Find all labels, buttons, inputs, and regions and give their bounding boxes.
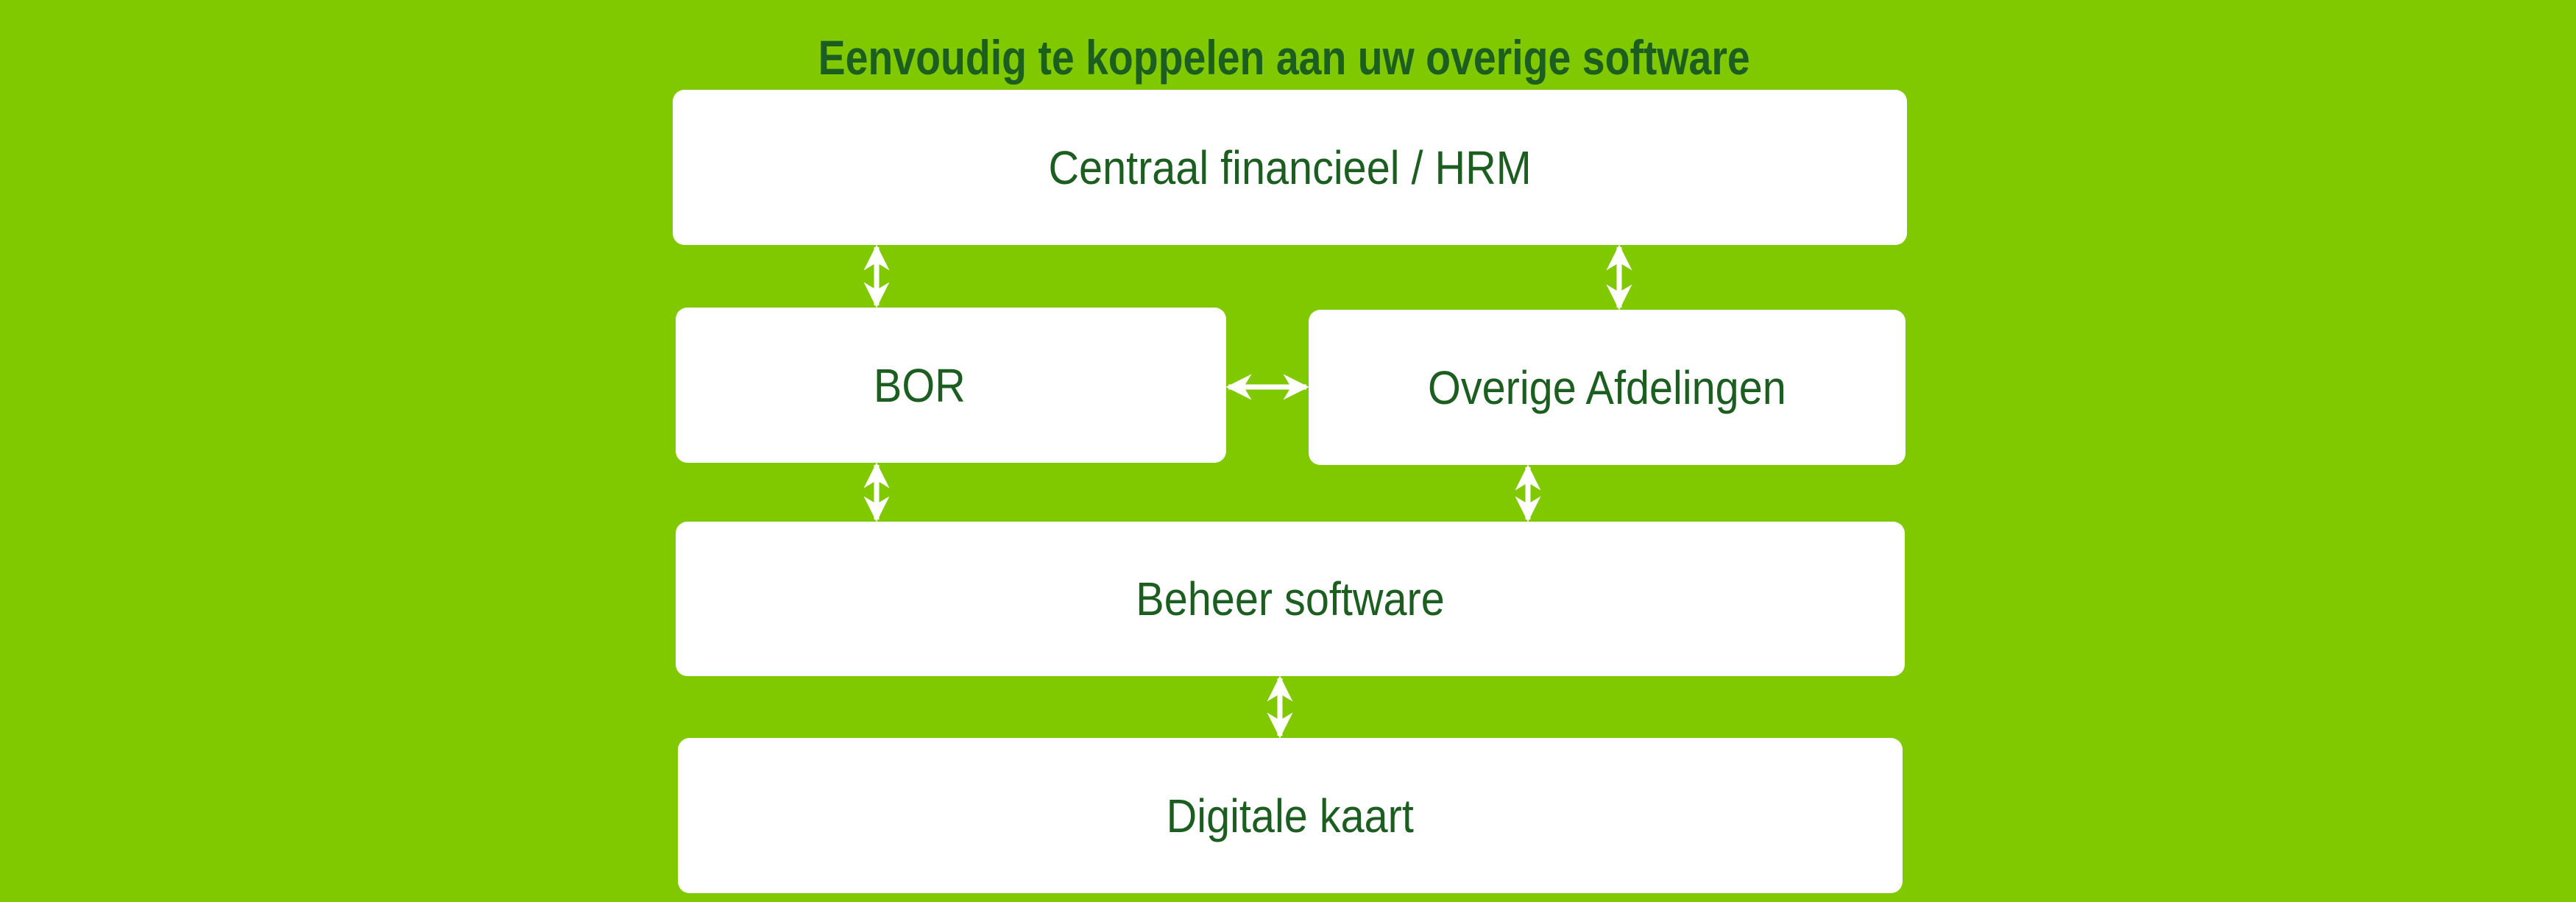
box-label: BOR bbox=[873, 358, 966, 412]
box-label: Beheer software bbox=[1136, 572, 1445, 625]
box-digital-map: Digitale kaart bbox=[678, 738, 1903, 893]
box-management-software: Beheer software bbox=[676, 522, 1905, 676]
box-bor: BOR bbox=[676, 308, 1226, 463]
box-central-finance-hrm: Centraal financieel / HRM bbox=[673, 90, 1907, 245]
box-label: Digitale kaart bbox=[1166, 789, 1415, 842]
diagram-title: Eenvoudig te koppelen aan uw overige sof… bbox=[818, 30, 1751, 85]
box-other-departments: Overige Afdelingen bbox=[1309, 310, 1906, 465]
box-label: Overige Afdelingen bbox=[1428, 361, 1786, 414]
box-label: Centraal financieel / HRM bbox=[1048, 141, 1532, 194]
